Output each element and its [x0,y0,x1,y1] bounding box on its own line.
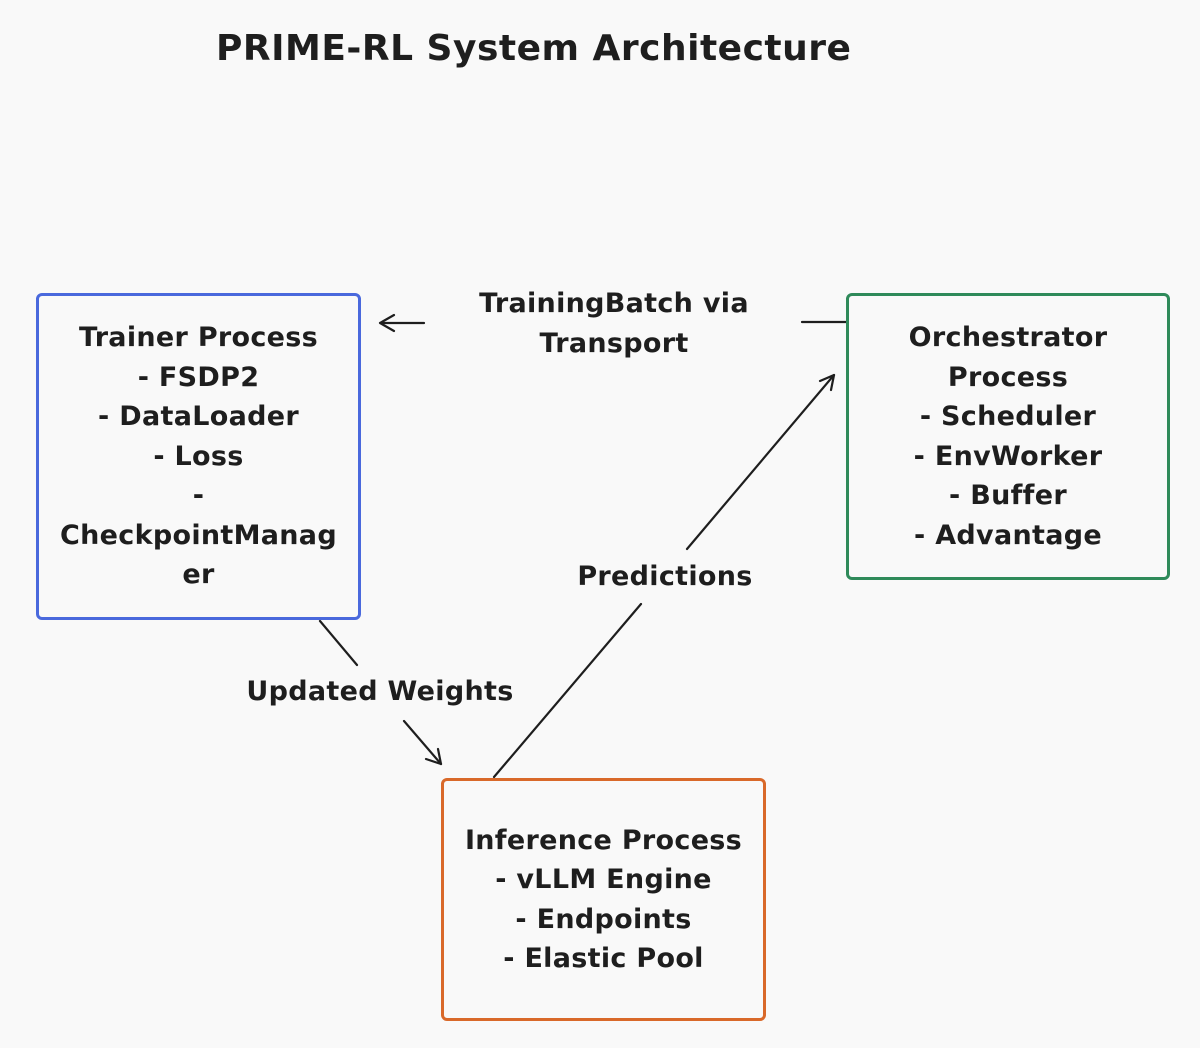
trainer-line: - [192,480,205,512]
trainer-line: CheckpointManag [60,519,337,551]
updated-weights-label-line: Updated Weights [246,676,514,707]
predictions-edge-label: Predictions [560,557,770,597]
trainer-line: er [182,559,215,591]
inference-line: - Elastic Pool [503,943,704,974]
inference-line: Inference Process [464,824,743,856]
trainer-line: - Loss [153,440,244,472]
trainer-line: - DataLoader [98,401,299,433]
inference-process-node: Inference Process - vLLM Engine - Endpoi… [441,778,766,1021]
edge-predictions-line-lower [492,602,643,779]
orchestrator-line: Orchestrator [908,322,1108,353]
orchestrator-process-node: Orchestrator Process - Scheduler - EnvWo… [846,293,1170,580]
orchestrator-line: - Advantage [914,519,1102,551]
trainer-line: Trainer Process [78,322,319,354]
trainingbatch-edge-label: TrainingBatch via Transport [464,284,764,363]
edge-trainingbatch-arrowhead [378,313,396,333]
orchestrator-line: - Buffer [949,480,1067,511]
diagram-title: PRIME-RL System Architecture [216,28,852,69]
orchestrator-line: - EnvWorker [913,440,1103,472]
orchestrator-line: - Scheduler [919,401,1097,432]
edge-updated-line-upper [318,619,359,667]
updated-weights-edge-label: Updated Weights [240,672,520,712]
trainer-process-node: Trainer Process - FSDP2 - DataLoader - L… [36,293,361,620]
edge-predictions-arrowhead [818,373,836,392]
trainingbatch-label-line: TrainingBatch via [479,288,749,319]
edge-predictions-line-upper [685,373,836,551]
inference-line: - vLLM Engine [495,864,712,895]
orchestrator-line: Process [947,361,1069,393]
predictions-label-line: Predictions [577,561,753,592]
inference-line: - Endpoints [515,903,692,935]
edge-updated-line-lower [402,719,443,766]
trainingbatch-label-line: Transport [539,327,689,359]
trainer-line: - FSDP2 [137,361,260,393]
edge-updated-arrowhead [424,747,443,766]
